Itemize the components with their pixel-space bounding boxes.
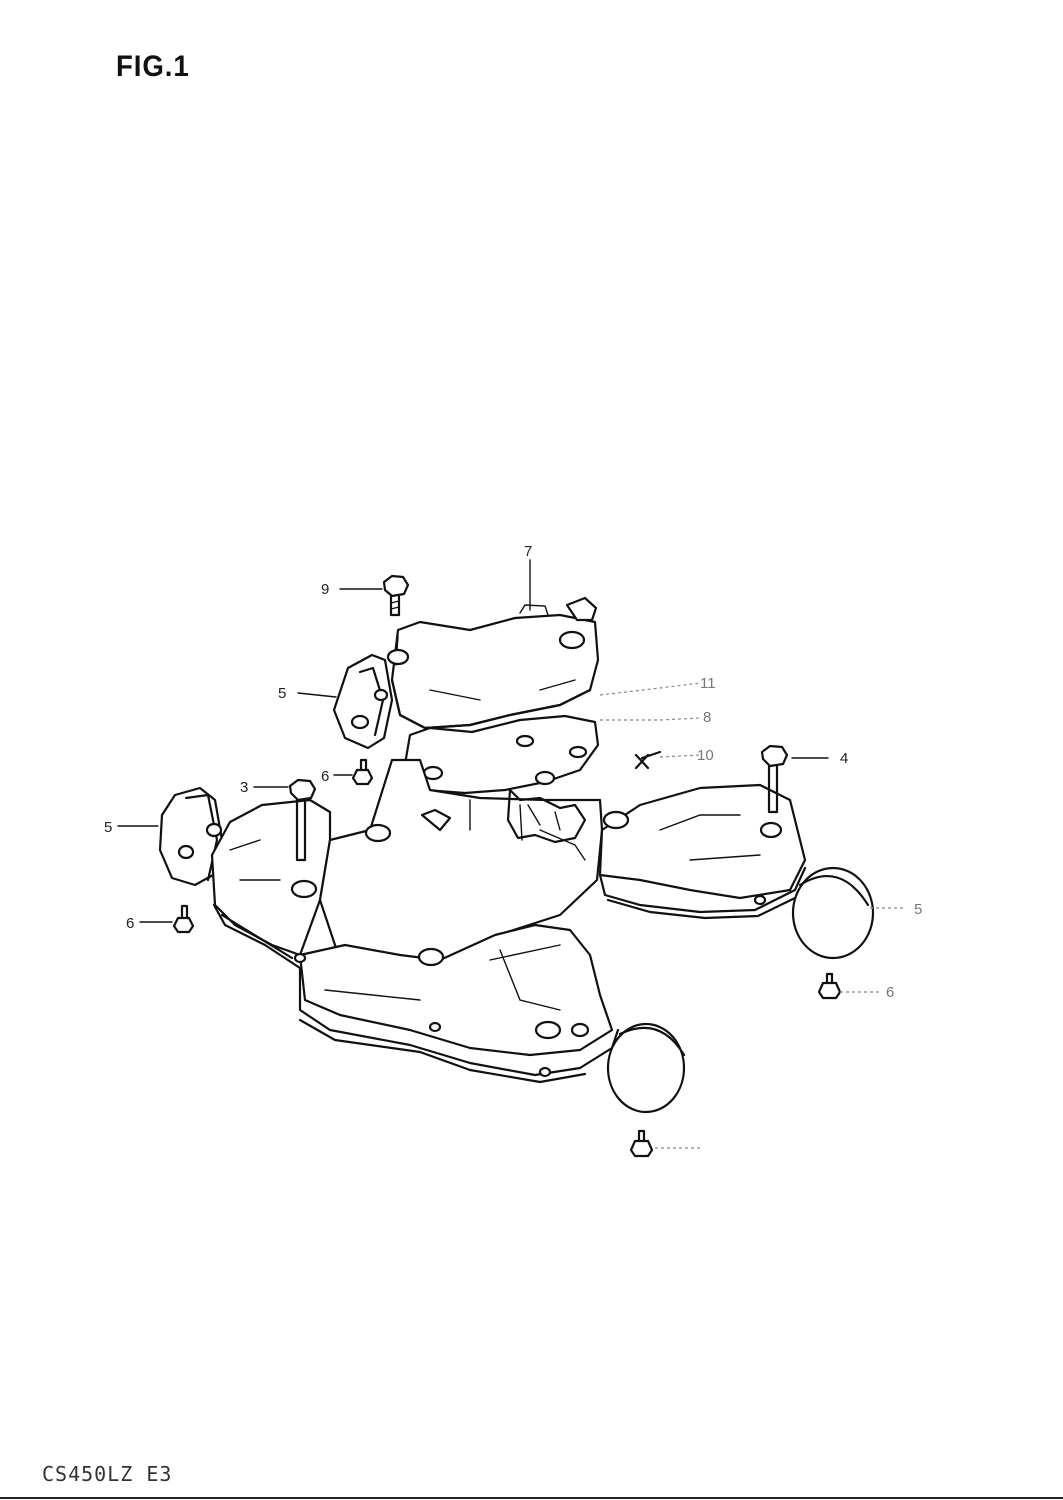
callout-8: 8 xyxy=(703,709,711,726)
callout-labels: 7 9 5 11 8 10 4 3 6 5 6 5 6 xyxy=(104,543,922,1001)
bolt-3 xyxy=(288,778,317,862)
seal-ring-upper-left xyxy=(332,653,394,750)
seal-ring-left xyxy=(158,786,224,887)
callout-6-left: 6 xyxy=(126,915,134,932)
drawing-code: CS450LZ E3 xyxy=(42,1462,173,1486)
bolt-9 xyxy=(382,574,410,617)
callout-6-upper: 6 xyxy=(321,768,329,785)
callout-7: 7 xyxy=(524,543,532,560)
callout-5-left: 5 xyxy=(104,819,112,836)
bolt-4 xyxy=(760,744,789,814)
cover-gasket xyxy=(402,714,600,795)
callout-5-upper: 5 xyxy=(278,685,286,702)
screw-6-right xyxy=(817,972,842,1000)
seal-cap-right xyxy=(791,866,875,960)
screw-6-left xyxy=(172,904,195,934)
bottom-border xyxy=(0,1497,1063,1499)
screw-6-upper xyxy=(351,758,374,786)
callout-11: 11 xyxy=(700,675,716,692)
callout-5-right: 5 xyxy=(914,901,922,918)
cylinder-head-body xyxy=(210,758,807,1084)
callout-10: 10 xyxy=(697,747,714,764)
callout-6-right: 6 xyxy=(886,984,894,1001)
clip-10 xyxy=(634,750,662,770)
seal-cap-front xyxy=(606,1022,686,1114)
callout-9: 9 xyxy=(321,581,329,598)
upper-cover xyxy=(386,596,600,730)
figure-title: FIG.1 xyxy=(116,50,190,83)
callout-4: 4 xyxy=(840,750,848,767)
leader-lines xyxy=(117,559,905,1149)
callout-3: 3 xyxy=(240,779,248,796)
screw-6-front xyxy=(629,1129,654,1158)
